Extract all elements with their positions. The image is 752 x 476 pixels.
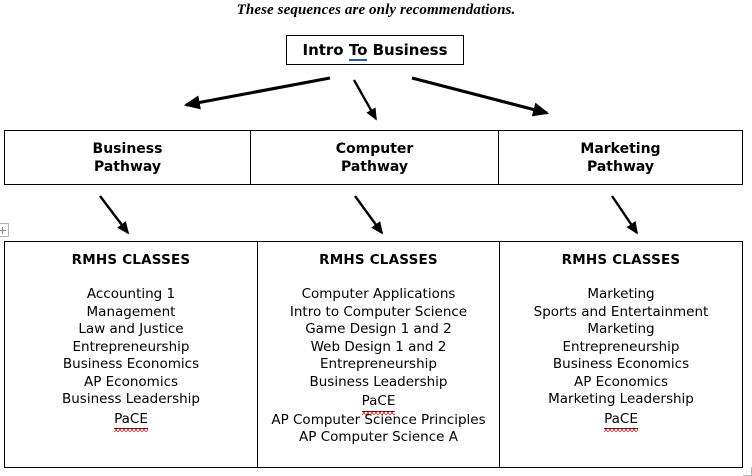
classes-heading-computer: RMHS CLASSES bbox=[319, 252, 438, 268]
class-name-spellchecked: PaCE bbox=[114, 411, 148, 432]
class-list-item: Marketing bbox=[587, 321, 655, 337]
class-list-item: Business Economics bbox=[552, 356, 690, 372]
class-list-item: Marketing Leadership bbox=[548, 391, 694, 407]
class-list-item: Computer Applications bbox=[301, 286, 456, 302]
class-list-item: AP Economics bbox=[83, 373, 179, 390]
intro-text-before: Intro bbox=[302, 41, 349, 59]
class-list-item: Marketing bbox=[587, 286, 655, 302]
arrows-intro-to-pathways bbox=[183, 76, 550, 121]
class-list-item: Sports and Entertainment bbox=[533, 303, 709, 320]
arrows-pathways-to-classes bbox=[99, 195, 638, 235]
classes-heading-business: RMHS CLASSES bbox=[71, 252, 191, 268]
class-name-spellchecked: PaCE bbox=[361, 393, 396, 414]
classes-heading-marketing: RMHS CLASSES bbox=[561, 252, 681, 268]
class-list-item: AP Computer Science Principles bbox=[271, 411, 486, 428]
class-list-item: Business Economics bbox=[62, 356, 200, 372]
pathway-row: Business Pathway Computer Pathway Market… bbox=[4, 130, 743, 185]
arrow-computer-to-classes bbox=[354, 195, 384, 235]
intro-to-business-label: Intro To Business bbox=[302, 41, 448, 61]
class-list-item: PaCE bbox=[258, 391, 499, 414]
class-list-item: PaCE bbox=[500, 409, 742, 432]
page-caption: These sequences are only recommendations… bbox=[236, 2, 516, 18]
arrow-intro-to-marketing bbox=[411, 76, 550, 117]
pathway-cell-marketing[interactable]: Marketing Pathway bbox=[499, 131, 742, 184]
table-insert-row-handle[interactable] bbox=[0, 223, 9, 237]
intro-to-business-box[interactable]: Intro To Business bbox=[286, 35, 464, 65]
class-name-spellchecked: PaCE bbox=[604, 411, 638, 432]
class-list-item: PaCE bbox=[5, 409, 257, 432]
arrow-marketing-to-classes bbox=[611, 195, 638, 235]
class-list-item: Business Leadership bbox=[61, 391, 201, 407]
pathway-cell-computer[interactable]: Computer Pathway bbox=[251, 131, 499, 184]
arrow-intro-to-business bbox=[183, 76, 331, 110]
class-list-item: Game Design 1 and 2 bbox=[305, 321, 452, 337]
class-list-item: AP Computer Science A bbox=[299, 429, 458, 445]
class-list-item: Law and Justice bbox=[78, 321, 184, 337]
arrow-business-to-classes bbox=[99, 195, 130, 235]
intro-text-after: Business bbox=[367, 41, 448, 59]
class-list-item: Business Leadership bbox=[309, 373, 448, 390]
class-list-item: Web Design 1 and 2 bbox=[310, 338, 447, 355]
pathway-cell-business[interactable]: Business Pathway bbox=[5, 131, 251, 184]
class-list-item: Management bbox=[86, 303, 176, 320]
arrow-intro-to-computer bbox=[352, 79, 378, 121]
pathway-label-business: Business Pathway bbox=[92, 140, 163, 175]
class-list-item: AP Economics bbox=[573, 373, 669, 390]
class-list-item: Intro to Computer Science bbox=[289, 303, 468, 320]
class-list-item: Entrepreneurship bbox=[72, 338, 190, 355]
pathway-label-computer: Computer Pathway bbox=[335, 140, 414, 175]
class-list-item: Accounting 1 bbox=[86, 286, 176, 302]
class-list-item: Entrepreneurship bbox=[562, 338, 680, 355]
class-list-item: Entrepreneurship bbox=[320, 356, 437, 372]
intro-grammar-flagged-word: To bbox=[348, 41, 368, 61]
pathway-label-marketing: Marketing Pathway bbox=[580, 140, 661, 175]
